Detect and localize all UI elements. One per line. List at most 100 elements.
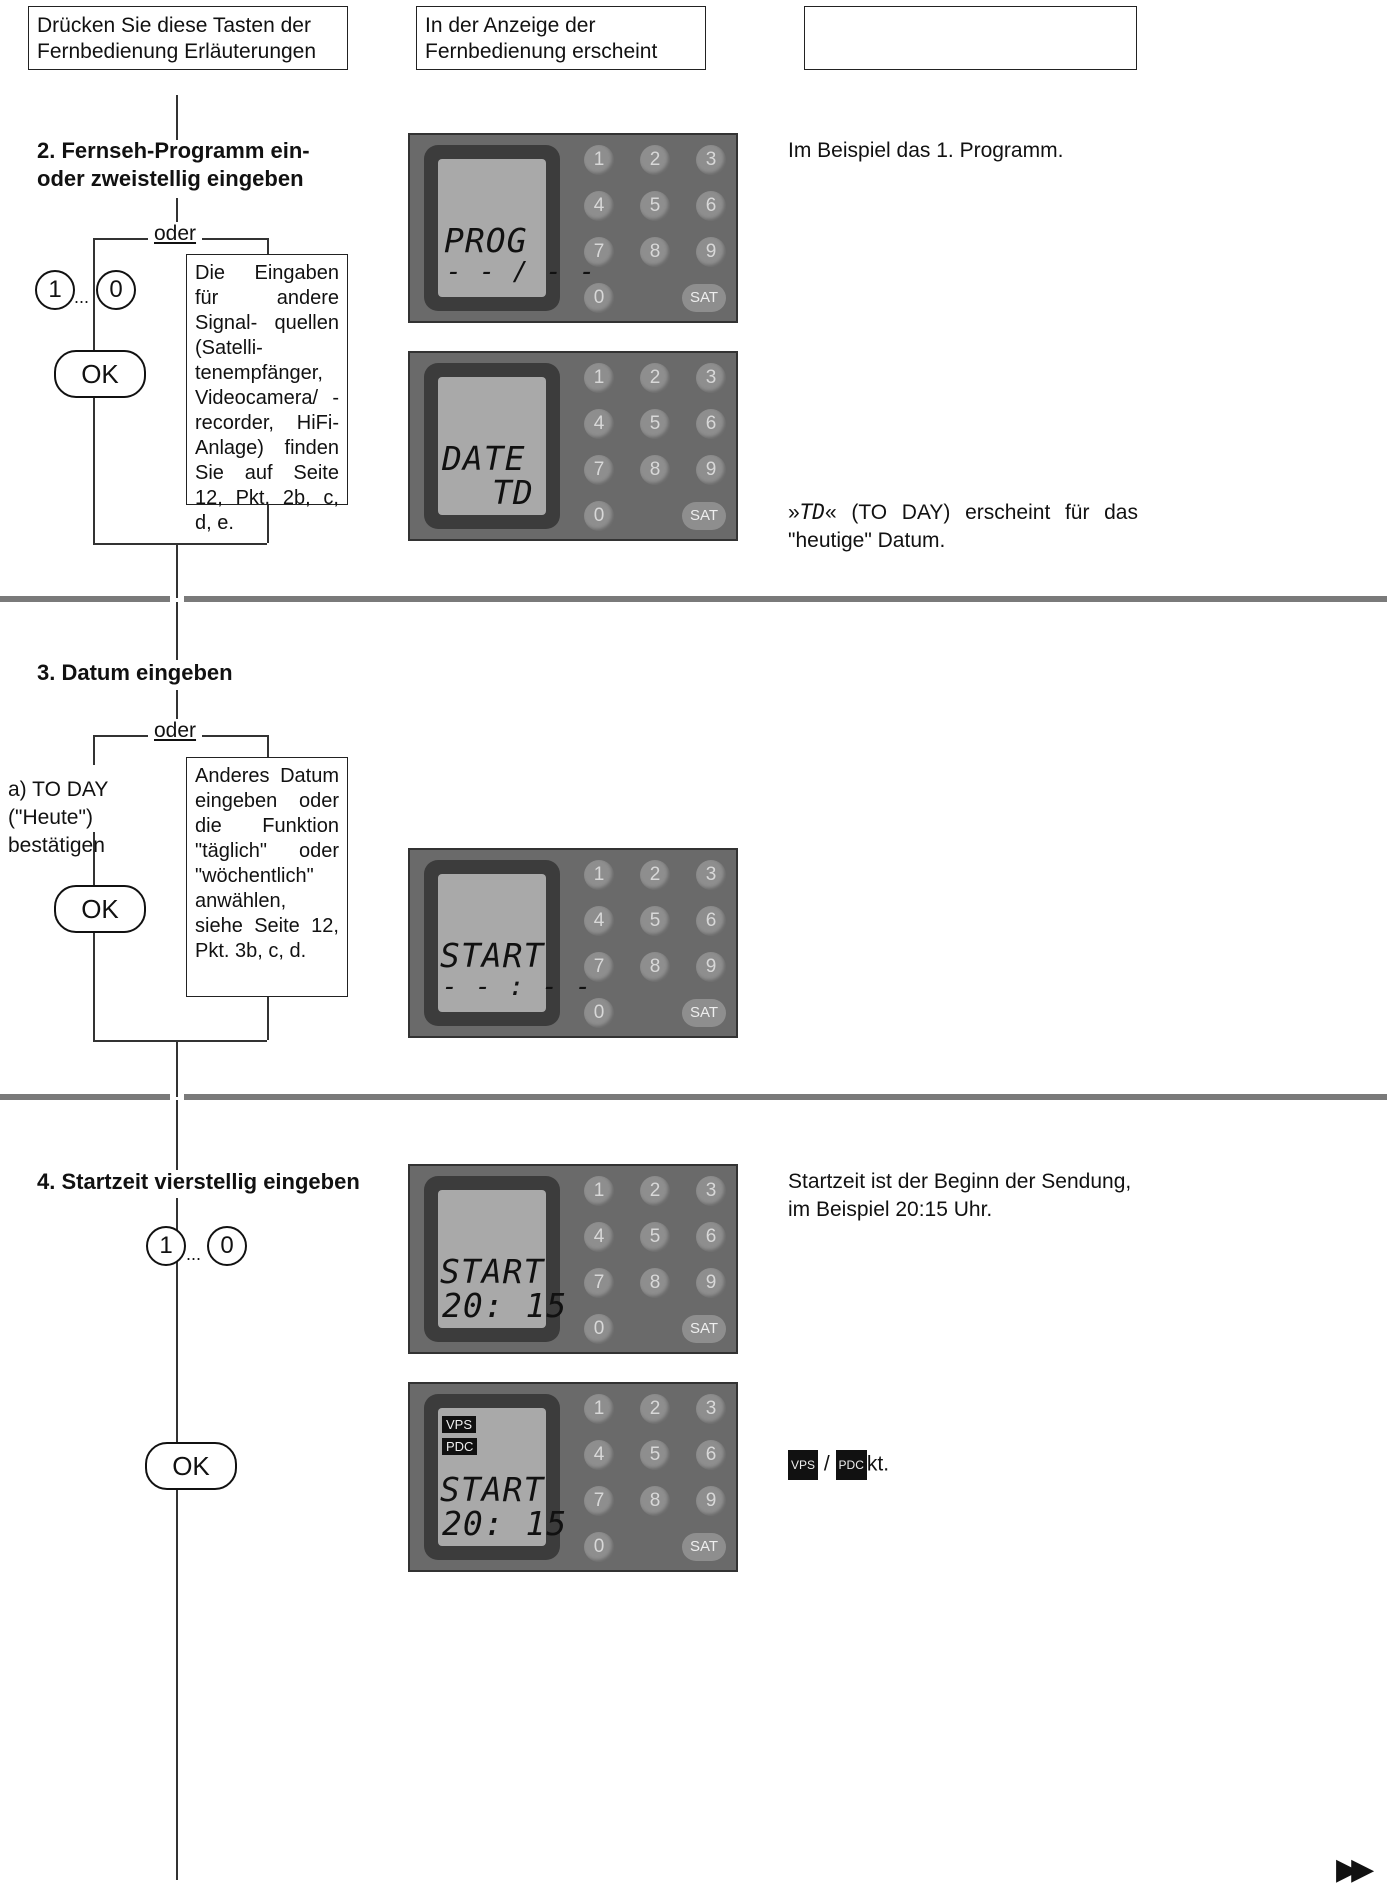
- key-0-icon[interactable]: 0: [207, 1226, 247, 1266]
- remote-display-date: DATE TD 1 2 3 4 5 6 7 8 9 0 SAT: [408, 351, 738, 541]
- keypad-key[interactable]: 9: [696, 237, 726, 267]
- lcd-screen: PROG - - / - -: [438, 159, 595, 297]
- keypad-key[interactable]: 3: [696, 145, 726, 175]
- keypad-key[interactable]: 8: [640, 952, 670, 982]
- header-col3: [804, 6, 1137, 70]
- keypad-key[interactable]: 1: [584, 860, 614, 890]
- lcd-line1: START: [440, 1252, 545, 1291]
- keypad-key[interactable]: 6: [696, 409, 726, 439]
- keypad-key[interactable]: 0: [584, 283, 614, 313]
- keypad-key[interactable]: 4: [584, 906, 614, 936]
- sat-key[interactable]: SAT: [682, 502, 726, 530]
- keypad-key[interactable]: 7: [584, 952, 614, 982]
- td-text: « (TO DAY) erscheint für das "heutige" D…: [788, 501, 1138, 552]
- key-1-icon[interactable]: 1: [35, 270, 75, 310]
- keypad-key[interactable]: 1: [584, 1394, 614, 1424]
- keypad-key[interactable]: 5: [640, 906, 670, 936]
- keypad-key[interactable]: 1: [584, 145, 614, 175]
- flow-line: [176, 690, 178, 735]
- flow-line: [176, 1040, 178, 1097]
- range-dots: ...: [186, 1244, 202, 1264]
- lcd-screen: START - - : - -: [438, 874, 591, 1012]
- keypad-key[interactable]: 8: [640, 237, 670, 267]
- separator-left: [0, 1094, 170, 1100]
- keypad-key[interactable]: 7: [584, 455, 614, 485]
- key-0-icon[interactable]: 0: [96, 270, 136, 310]
- lcd-frame: PROG - - / - -: [424, 145, 595, 311]
- keypad-key[interactable]: 7: [584, 1268, 614, 1298]
- step3-option-a: a) TO DAY ("Heute") bestätigen: [8, 778, 108, 857]
- header-col2-text: In der Anzeige der Fernbedienung erschei…: [425, 14, 658, 63]
- step4-title: 4. Startzeit vierstellig eingeben: [37, 1169, 360, 1194]
- keypad-key[interactable]: 3: [696, 363, 726, 393]
- keypad-key[interactable]: 6: [696, 191, 726, 221]
- keypad-key[interactable]: 4: [584, 1440, 614, 1470]
- branch-right: [267, 238, 269, 254]
- branch-left: [93, 735, 95, 765]
- lcd-line1: START: [440, 936, 545, 975]
- keypad-key[interactable]: 0: [584, 1314, 614, 1344]
- keypad-key[interactable]: 7: [584, 1486, 614, 1516]
- branch-right-lower: [267, 997, 269, 1040]
- keypad-key[interactable]: 2: [640, 363, 670, 393]
- step2-title: 2. Fernseh-Programm ein- oder zweistelli…: [37, 138, 310, 191]
- keypad-key[interactable]: 6: [696, 906, 726, 936]
- step2-note-text: Die Eingaben für andere Signal- quellen …: [195, 262, 339, 534]
- lcd-line1: DATE: [442, 439, 526, 478]
- keypad-key[interactable]: 9: [696, 455, 726, 485]
- keypad-key[interactable]: 1: [584, 1176, 614, 1206]
- lcd-screen: DATE TD: [438, 377, 546, 515]
- keypad-key[interactable]: 4: [584, 409, 614, 439]
- pdc-tag: PDC: [835, 1450, 867, 1480]
- vps-tag: VPS: [788, 1450, 819, 1480]
- ok-button[interactable]: OK: [145, 1442, 237, 1490]
- sat-key[interactable]: SAT: [682, 284, 726, 312]
- keypad-key[interactable]: 8: [640, 1268, 670, 1298]
- sat-key[interactable]: SAT: [682, 1315, 726, 1343]
- keypad-key[interactable]: 3: [696, 1176, 726, 1206]
- branch-left-lower: [93, 832, 95, 1040]
- keypad-key[interactable]: 5: [640, 1440, 670, 1470]
- sat-key[interactable]: SAT: [682, 999, 726, 1027]
- keypad-key[interactable]: 0: [584, 1532, 614, 1562]
- keypad-key[interactable]: 5: [640, 409, 670, 439]
- keypad-key[interactable]: 2: [640, 145, 670, 175]
- step2-oder: oder: [148, 222, 203, 246]
- continue-arrow-icon: ▶▶: [1336, 1853, 1374, 1886]
- ok-button[interactable]: OK: [54, 350, 146, 398]
- keypad-key[interactable]: 2: [640, 860, 670, 890]
- keypad-key[interactable]: 1: [584, 363, 614, 393]
- keypad-key[interactable]: 3: [696, 860, 726, 890]
- sat-key[interactable]: SAT: [682, 1533, 726, 1561]
- keypad-key[interactable]: 8: [640, 1486, 670, 1516]
- keypad-key[interactable]: 8: [640, 455, 670, 485]
- keypad-key[interactable]: 2: [640, 1176, 670, 1206]
- lcd-line2: 20: 15: [442, 1504, 568, 1543]
- step3-oder: oder: [148, 719, 203, 743]
- keypad-key[interactable]: 7: [584, 237, 614, 267]
- flow-line: [176, 198, 178, 238]
- kt-text: kt.: [866, 1452, 890, 1476]
- lcd-vps-tag: VPS: [442, 1416, 477, 1433]
- keypad-key[interactable]: 6: [696, 1440, 726, 1470]
- keypad-key[interactable]: 9: [696, 1268, 726, 1298]
- ok-button[interactable]: OK: [54, 885, 146, 933]
- key-1-icon[interactable]: 1: [146, 1226, 186, 1266]
- step3-note: Anderes Datum eingeben oder die Funktion…: [186, 757, 348, 997]
- keypad-key[interactable]: 5: [640, 1222, 670, 1252]
- step3-note-text: Anderes Datum eingeben oder die Funktion…: [195, 765, 339, 962]
- keypad-key[interactable]: 2: [640, 1394, 670, 1424]
- keypad-key[interactable]: 9: [696, 1486, 726, 1516]
- keypad-key[interactable]: 5: [640, 191, 670, 221]
- keypad-key[interactable]: 4: [584, 1222, 614, 1252]
- keypad-key[interactable]: 3: [696, 1394, 726, 1424]
- branch-bottom: [93, 543, 267, 545]
- keypad-key[interactable]: 6: [696, 1222, 726, 1252]
- lcd-line2: - - / - -: [446, 257, 596, 287]
- keypad-key[interactable]: 0: [584, 501, 614, 531]
- flow-line: [176, 543, 178, 598]
- keypad-key[interactable]: 0: [584, 998, 614, 1028]
- lcd-frame: START - - : - -: [424, 860, 591, 1026]
- keypad-key[interactable]: 4: [584, 191, 614, 221]
- keypad-key[interactable]: 9: [696, 952, 726, 982]
